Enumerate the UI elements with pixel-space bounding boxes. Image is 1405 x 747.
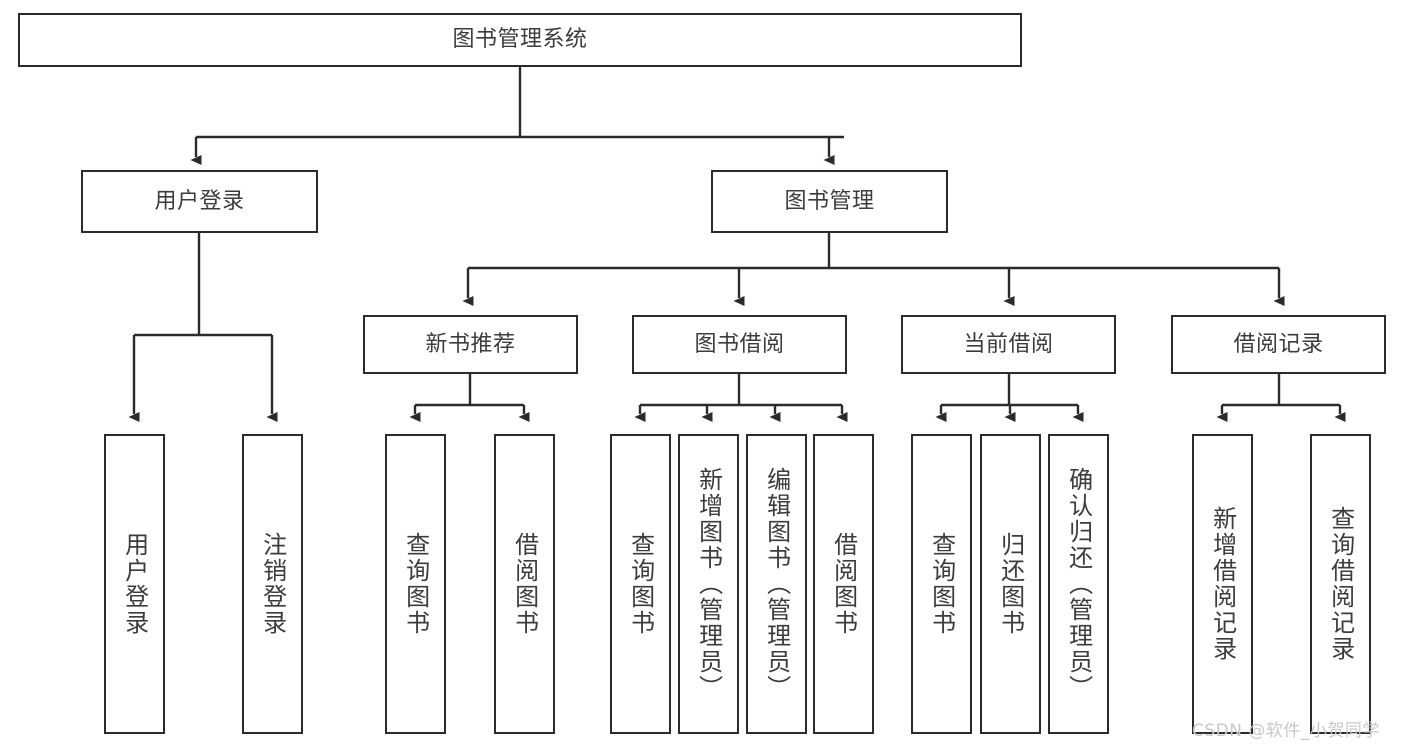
node-leaf-borrow-book-2[interactable]: 借阅图书 (813, 434, 874, 734)
node-label: 查询图书 (401, 532, 430, 636)
node-leaf-add-book[interactable]: 新增图书（管理员） (678, 434, 739, 734)
node-book-borrow[interactable]: 图书借阅 (632, 315, 847, 374)
node-leaf-confirm-return[interactable]: 确认归还（管理员） (1048, 434, 1109, 734)
node-borrow-record[interactable]: 借阅记录 (1171, 315, 1386, 374)
node-label: 确认归还（管理员） (1064, 467, 1093, 701)
node-label: 新增借阅记录 (1208, 506, 1237, 662)
node-current-borrow[interactable]: 当前借阅 (901, 315, 1116, 374)
node-leaf-user-login[interactable]: 用户登录 (104, 434, 165, 734)
node-label: 编辑图书（管理员） (762, 467, 791, 701)
node-label: 借阅记录 (1233, 331, 1324, 357)
node-label: 新书推荐 (425, 331, 516, 357)
node-label: 注销登录 (258, 532, 287, 636)
node-leaf-logout[interactable]: 注销登录 (242, 434, 303, 734)
node-leaf-add-record[interactable]: 新增借阅记录 (1192, 434, 1253, 734)
node-label: 用户登录 (154, 188, 245, 214)
node-label: 当前借阅 (963, 331, 1054, 357)
node-label: 图书借阅 (694, 331, 785, 357)
node-label: 归还图书 (996, 532, 1025, 636)
node-label: 查询图书 (626, 532, 655, 636)
node-book-management[interactable]: 图书管理 (711, 170, 948, 233)
node-label: 用户登录 (120, 532, 149, 636)
node-label: 借阅图书 (829, 532, 858, 636)
node-leaf-edit-book[interactable]: 编辑图书（管理员） (746, 434, 807, 734)
node-leaf-query-book-2[interactable]: 查询图书 (610, 434, 671, 734)
node-leaf-query-book-3[interactable]: 查询图书 (911, 434, 972, 734)
node-leaf-borrow-book-1[interactable]: 借阅图书 (494, 434, 555, 734)
node-leaf-query-book-1[interactable]: 查询图书 (385, 434, 446, 734)
node-label: 新增图书（管理员） (694, 467, 723, 701)
node-book-management-system[interactable]: 图书管理系统 (18, 13, 1022, 67)
watermark-text: CSDN @软件_小贺同学 (1192, 721, 1380, 741)
node-label: 图书管理系统 (452, 27, 588, 53)
node-label: 查询借阅记录 (1326, 506, 1355, 662)
node-label: 借阅图书 (510, 532, 539, 636)
node-new-book-recommend[interactable]: 新书推荐 (363, 315, 578, 374)
node-label: 图书管理 (784, 188, 875, 214)
node-leaf-return-book[interactable]: 归还图书 (980, 434, 1041, 734)
node-user-login[interactable]: 用户登录 (81, 170, 318, 233)
node-leaf-query-record[interactable]: 查询借阅记录 (1310, 434, 1371, 734)
node-label: 查询图书 (927, 532, 956, 636)
